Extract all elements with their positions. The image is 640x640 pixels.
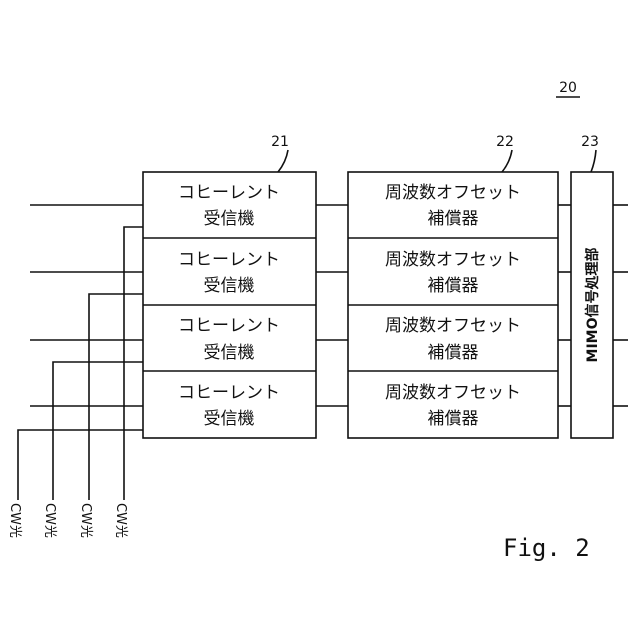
receiver-3-label-line2: 受信機 bbox=[204, 343, 255, 363]
leader-line-compensators bbox=[502, 150, 512, 172]
cw-light-label-1: CW光 bbox=[7, 503, 22, 538]
cw-light-label-4: CW光 bbox=[113, 503, 128, 538]
cw-feed-line-1 bbox=[124, 227, 143, 500]
receiver-3-label-line1: コヒーレント bbox=[178, 316, 280, 336]
receiver-4-label-line1: コヒーレント bbox=[178, 383, 280, 403]
leader-line-receivers bbox=[278, 150, 288, 172]
ref-number-mimo: 23 bbox=[581, 134, 599, 150]
cw-light-label-3: CW光 bbox=[78, 503, 93, 538]
mimo-processor-label: MIMO信号処理部 bbox=[584, 248, 601, 363]
figure-caption: Fig. 2 bbox=[503, 534, 590, 562]
receiver-2-label-line2: 受信機 bbox=[204, 276, 255, 296]
ref-number-compensators: 22 bbox=[496, 134, 514, 150]
compensator-4-label-line1: 周波数オフセット bbox=[385, 383, 521, 403]
receiver-1-label-line1: コヒーレント bbox=[178, 183, 280, 203]
leader-line-mimo bbox=[591, 150, 596, 172]
receiver-2-label-line1: コヒーレント bbox=[178, 250, 280, 270]
cw-feed-line-2 bbox=[89, 294, 143, 500]
compensator-3-label-line1: 周波数オフセット bbox=[385, 316, 521, 336]
cw-feed-line-3 bbox=[53, 362, 143, 500]
receiver-4-label-line2: 受信機 bbox=[204, 409, 255, 429]
receiver-1-label-line2: 受信機 bbox=[204, 209, 255, 229]
figure-ref-number: 20 bbox=[559, 80, 577, 96]
compensator-1-label-line1: 周波数オフセット bbox=[385, 183, 521, 203]
compensator-1-label-line2: 補償器 bbox=[428, 209, 479, 229]
compensator-4-label-line2: 補償器 bbox=[428, 409, 479, 429]
ref-number-receivers: 21 bbox=[271, 134, 289, 150]
cw-light-label-2: CW光 bbox=[42, 503, 57, 538]
compensator-2-label-line1: 周波数オフセット bbox=[385, 250, 521, 270]
compensator-2-label-line2: 補償器 bbox=[428, 276, 479, 296]
compensator-3-label-line2: 補償器 bbox=[428, 343, 479, 363]
